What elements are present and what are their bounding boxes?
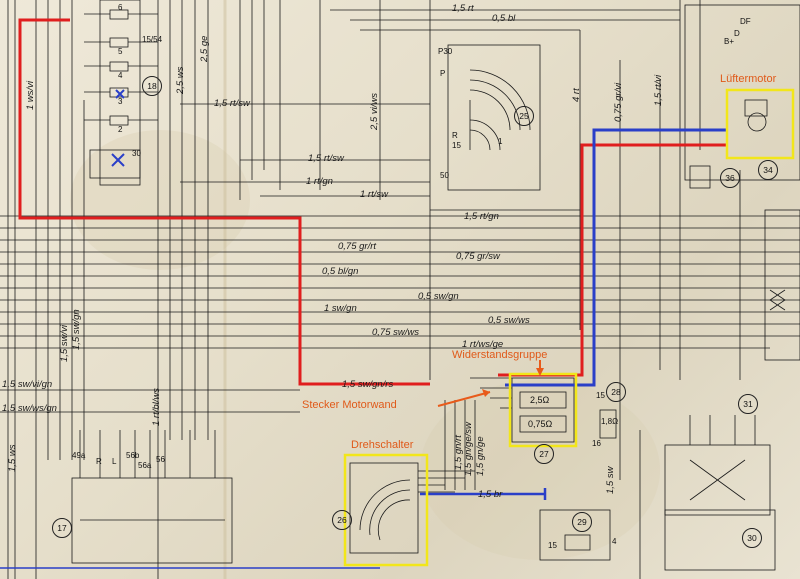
terminal-label: 50	[440, 171, 449, 180]
terminal-label: 1	[498, 137, 503, 146]
wire-label: 1,5 sw	[605, 466, 616, 494]
motor-annotation: Lüftermotor	[720, 73, 777, 85]
blue-wire-motor	[505, 128, 727, 387]
terminal-label: B+	[724, 37, 735, 46]
terminal-label: L	[112, 457, 117, 466]
terminal-label: 15	[548, 541, 557, 550]
terminal-label: P30	[438, 47, 453, 56]
terminal-label: R	[452, 131, 458, 140]
wire-label: 1,5 rt/sw	[214, 98, 250, 109]
wire-label: 1,5 ws	[7, 444, 18, 472]
wire-label: 1,5 sw/ws/gn	[2, 403, 57, 414]
wire-label: 1,5 rt/gn	[464, 211, 499, 222]
terminal-label: 15/54	[142, 35, 163, 44]
highlight-motor	[725, 88, 795, 160]
terminal-label: 56b	[126, 451, 140, 460]
component-number: 29	[572, 512, 592, 532]
switch-annotation: Drehschalter	[351, 439, 414, 451]
terminal-label: 56a	[138, 461, 152, 470]
terminal-label: 2	[118, 125, 123, 134]
terminal-label: 6	[118, 3, 123, 12]
wire-label: 0,5 bl/gn	[322, 266, 359, 277]
wire-label: 0,75 gr/vi	[613, 82, 624, 122]
wire-label: 2,5 ge	[199, 35, 210, 62]
wire-label: 2,5 ws	[175, 66, 186, 94]
resistor-group-annotation: Widerstandsgruppe	[452, 349, 548, 361]
wire-label: 1 rt/gn	[306, 176, 333, 187]
wire-label: 1,5 rt/vi	[653, 74, 664, 106]
wire-label: 1,5 br	[478, 489, 503, 500]
resistor-value: 0,75Ω	[528, 419, 553, 429]
terminal-label: 3	[118, 97, 123, 106]
red-wire-motor	[498, 143, 727, 377]
resistor-value: 2,5Ω	[530, 395, 550, 405]
wire-label: 0,5 bl	[492, 13, 516, 24]
component-number: 36	[720, 168, 740, 188]
wire-label: 1,5 gn/ge	[475, 436, 486, 476]
wire-label: 1,5 gn/ge/sw	[463, 422, 474, 476]
wire-label: 1 sw/gn	[324, 303, 357, 314]
terminal-label: D	[734, 29, 740, 38]
wire-label: 1 ws/vi	[25, 80, 36, 110]
terminal-label: 56	[156, 455, 165, 464]
terminal-label: P	[440, 69, 446, 78]
wire-label: 1,5 rt	[452, 3, 474, 14]
wire-label: 1,5 sw/vi	[59, 325, 70, 362]
terminal-label: 15	[452, 141, 461, 150]
terminal-label: DF	[740, 17, 751, 26]
wire-label: 1,5 sw/gn/rs	[342, 379, 394, 390]
wire-label: 1,5 sw/vi/gn	[2, 379, 53, 390]
wire-label: 0,5 sw/gn	[418, 291, 459, 302]
resistor-value: 1,8Ω	[601, 417, 619, 426]
wire-label: 1,5 sw/gn	[71, 309, 82, 350]
red-wire-main	[18, 18, 430, 386]
connector-annotation: Stecker Motorwand	[302, 399, 397, 411]
wire-label: 4 rt	[571, 88, 582, 102]
terminal-label: 5	[118, 47, 123, 56]
component-number: 18	[142, 76, 162, 96]
component-number: 28	[606, 382, 626, 402]
component-number: 26	[332, 510, 352, 530]
component-number: 27	[534, 444, 554, 464]
wire-label: 0,5 sw/ws	[488, 315, 530, 326]
terminal-label: R	[96, 457, 102, 466]
terminal-label: 4	[612, 537, 617, 546]
terminal-label: 4	[118, 71, 123, 80]
component-number: 17	[52, 518, 72, 538]
wire-label: 0,75 gr/rt	[338, 241, 377, 252]
wire-label: 2,5 vi/ws	[369, 93, 380, 130]
terminal-label: 30	[132, 149, 141, 158]
component-number: 30	[742, 528, 762, 548]
component-number: 31	[738, 394, 758, 414]
wire-label: 0,75 gr/sw	[456, 251, 500, 262]
wire-label: 1 rt/bl/ws	[151, 387, 162, 426]
terminal-label: 16	[592, 439, 601, 448]
component-number: 34	[758, 160, 778, 180]
wire-label: 0,75 sw/ws	[372, 327, 419, 338]
terminal-label: 49a	[72, 451, 86, 460]
wire-label: 1,5 rt/sw	[308, 153, 344, 164]
wire-label: 1 rt/sw	[360, 189, 388, 200]
terminal-label: 15	[596, 391, 605, 400]
component-number: 25	[514, 106, 534, 126]
wire-label: 1 rt/ws/ge	[462, 339, 504, 350]
